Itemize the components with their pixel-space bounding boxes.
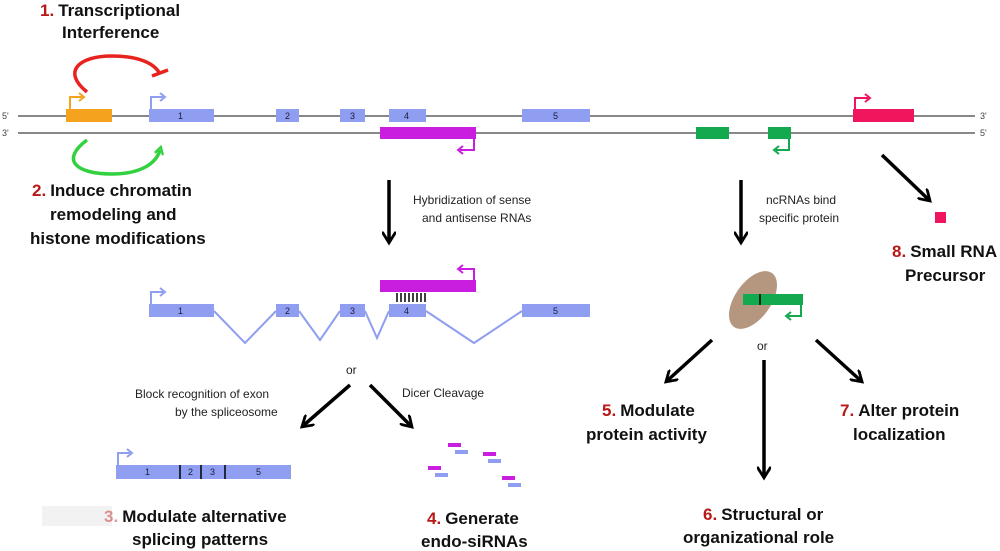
promoter-arrowhead-orange [78, 92, 86, 102]
modulate-activity-arrow [668, 338, 714, 380]
hybrid-exon-1 [149, 304, 214, 317]
exon-4 [389, 109, 426, 122]
mature-mrna-junctions [179, 465, 226, 479]
exon-4-label: 4 [404, 111, 409, 121]
antisense-promoter-arrowhead [456, 145, 464, 155]
strand-label-top-left: 5' [2, 111, 9, 121]
exon-1 [149, 109, 214, 122]
strand-label-bottom-right: 5' [980, 128, 987, 138]
small-rna-product [935, 212, 946, 223]
activation-arrow-green [71, 138, 160, 176]
alter-localization-arrow [814, 338, 860, 380]
label-4-line-2: endo-siRNAs [421, 532, 528, 551]
ncrna-promoter-arrowhead [772, 145, 780, 155]
block-recognition-note-line-1: Block recognition of exon [135, 387, 269, 401]
dicer-arrow [368, 383, 410, 425]
label-1: 1.Transcriptional [40, 1, 180, 20]
hybrid-exon-2-label: 2 [285, 306, 290, 316]
small-rna-precursor-gene [853, 109, 914, 122]
antisense-transcript [380, 127, 476, 139]
hybridization-note-line-2: and antisense RNAs [422, 211, 531, 225]
hybrid-exon-2 [276, 304, 299, 317]
mature-exon-5-label: 5 [256, 467, 261, 477]
mature-exon-3-label: 3 [210, 467, 215, 477]
ncrna-segment-1 [696, 127, 729, 139]
hybrid-antisense-transcript [380, 280, 476, 292]
block-recognition-note-line-2: by the spliceosome [175, 405, 278, 419]
spliced-introns [213, 310, 523, 345]
bound-ncrna-promoter-arrow [788, 305, 802, 317]
or-right: or [757, 339, 768, 353]
label-4: 4.Generate [427, 509, 519, 528]
strand-label-top-right: 3' [980, 111, 987, 121]
hybrid-promoter-arrowhead [159, 287, 167, 297]
upstream-transcript [66, 109, 112, 122]
strand-label-bottom-left: 3' [2, 128, 9, 138]
mature-mrna-promoter-arrowhead [126, 448, 134, 458]
exon-5-label: 5 [553, 111, 558, 121]
exon-2 [276, 109, 299, 122]
label-2-line-3: histone modifications [30, 229, 206, 248]
hybrid-promoter-arrow [150, 291, 163, 304]
promoter-arrow-blue [150, 96, 163, 109]
label-2: 2.Induce chromatin [32, 181, 192, 200]
hybrid-exon-5 [522, 304, 590, 317]
hybrid-antisense-promoter-arrow [460, 268, 475, 280]
exon-2-label: 2 [285, 111, 290, 121]
or-left: or [346, 363, 357, 377]
hybrid-exon-4 [389, 304, 426, 317]
dicer-cleavage-note: Dicer Cleavage [402, 386, 484, 400]
label-5-line-2: protein activity [586, 425, 707, 444]
ncrna-promoter-arrow [776, 139, 790, 151]
hybridization-note-line-1: Hybridization of sense [413, 193, 531, 207]
faded-watermark-patch [42, 506, 112, 526]
hybrid-exon-1-label: 1 [178, 306, 183, 316]
mature-mrna-promoter-arrow [117, 452, 130, 465]
label-8: 8.Small RNA [892, 242, 997, 261]
promoter-arrow-orange [69, 96, 82, 109]
base-pairing-ticks [396, 293, 426, 302]
exon-1-label: 1 [178, 111, 183, 121]
repression-arrow-red [73, 54, 162, 94]
hybrid-exon-3 [340, 304, 365, 317]
label-6: 6.Structural or [703, 505, 824, 524]
ncrna-segment-2 [768, 127, 791, 139]
small-rna-promoter-arrow [854, 97, 868, 109]
label-7-line-2: localization [853, 425, 946, 444]
label-7: 7.Alter protein [840, 401, 959, 420]
label-2-line-2: remodeling and [50, 205, 177, 224]
hybrid-exon-4-label: 4 [404, 306, 409, 316]
label-3: 3.Modulate alternative [104, 507, 287, 526]
mature-exon-1-label: 1 [145, 467, 150, 477]
hybrid-exon-3-label: 3 [350, 306, 355, 316]
endo-sirna-duplexes [428, 443, 521, 487]
ncrna-note-line-2: specific protein [759, 211, 839, 225]
label-3-line-2: splicing patterns [132, 530, 268, 549]
bound-ncrna-promoter-arrowhead [784, 311, 792, 321]
exon-3-label: 3 [350, 111, 355, 121]
mature-mrna [116, 465, 291, 479]
label-8-line-2: Precursor [905, 266, 986, 285]
small-rna-arrow [880, 153, 928, 199]
promoter-arrowhead-blue [159, 92, 167, 102]
mature-exon-2-label: 2 [188, 467, 193, 477]
repression-bar [151, 68, 169, 78]
block-recognition-arrow [304, 383, 352, 425]
exon-3 [340, 109, 365, 122]
hybrid-exon-5-label: 5 [553, 306, 558, 316]
bound-ncrna [743, 294, 803, 305]
exon-5 [522, 109, 590, 122]
label-6-line-2: organizational role [683, 528, 834, 547]
hybrid-antisense-promoter-arrowhead [456, 264, 464, 274]
antisense-promoter-arrow [460, 139, 475, 151]
ncrna-note-line-1: ncRNAs bind [766, 193, 836, 207]
small-rna-promoter-arrowhead [864, 93, 872, 103]
label-1-line-2: Interference [62, 23, 159, 42]
label-5: 5.Modulate [602, 401, 695, 420]
